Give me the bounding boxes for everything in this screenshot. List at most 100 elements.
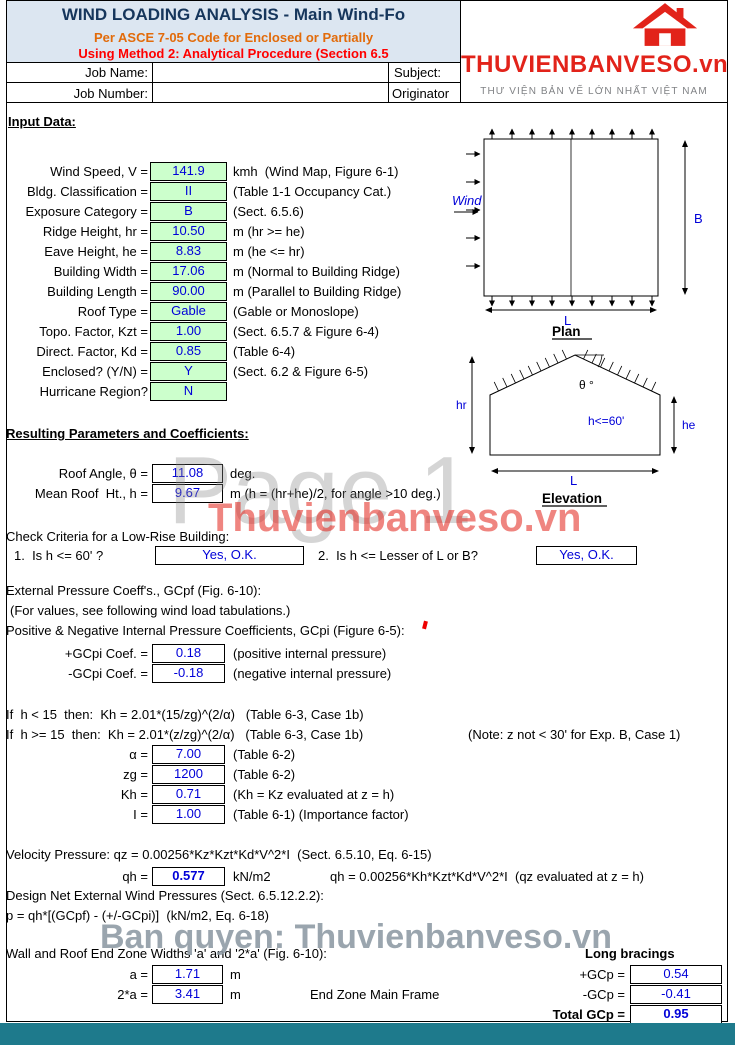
- row-label: Roof Type =: [77, 304, 148, 319]
- qh-note: qh = 0.00256*Kh*Kzt*Kd*V^2*I (qz evaluat…: [330, 869, 644, 884]
- gcp-total-output: 0.95: [630, 1005, 722, 1024]
- page-subtitle-code: Per ASCE 7-05 Code for Enclosed or Parti…: [93, 30, 374, 45]
- job-name-input[interactable]: [153, 63, 387, 81]
- enclosed-input[interactable]: Y: [150, 362, 227, 381]
- row-note: (Sect. 6.5.6): [233, 204, 304, 219]
- design-line1: Design Net External Wind Pressures (Sect…: [6, 888, 324, 903]
- hurricane-region-input[interactable]: N: [150, 382, 227, 401]
- row-label: 2*a =: [117, 987, 148, 1002]
- row-label: -GCp =: [582, 987, 625, 1002]
- input-data-heading: Input Data:: [8, 114, 76, 129]
- elevation-l-dimension-label: L: [570, 473, 577, 488]
- roof-angle-output: 11.08: [152, 464, 223, 483]
- qh-output: 0.577: [152, 867, 225, 886]
- row-label: +GCp =: [579, 967, 625, 982]
- divider: [6, 82, 462, 83]
- kh-output: 0.71: [152, 785, 225, 804]
- row-note: (Sect. 6.5.7 & Figure 6-4): [233, 324, 379, 339]
- row-label: α =: [129, 747, 148, 762]
- page-title: WIND LOADING ANALYSIS - Main Wind-Fo: [61, 5, 406, 24]
- row-note: (Kh = Kz evaluated at z = h): [233, 787, 395, 802]
- row-note: (negative internal pressure): [233, 666, 392, 681]
- content-border: [6, 103, 728, 1022]
- ridge-height-input[interactable]: 10.50: [150, 222, 227, 241]
- qh-label: qh =: [122, 869, 148, 884]
- subject-label: Subject:: [394, 65, 441, 80]
- logo: THUVIENBANVESO.vn THƯ VIỆN BẢN VẼ LỚN NH…: [461, 1, 729, 102]
- row-note: (positive internal pressure): [233, 646, 387, 661]
- row-label: a =: [129, 967, 148, 982]
- topo-factor-input[interactable]: 1.00: [150, 322, 227, 341]
- row-label: Roof Angle, θ =: [58, 466, 148, 481]
- plan-b-dimension-label: B: [694, 211, 703, 226]
- endzone-heading: Wall and Roof End Zone Widths 'a' and '2…: [6, 946, 327, 961]
- row-note: (Table 6-2): [233, 747, 296, 762]
- logo-tagline: THƯ VIỆN BẢN VẼ LỚN NHẤT VIỆT NAM: [480, 86, 708, 97]
- row-note: m: [230, 967, 241, 982]
- plan-l-dimension-label: L: [564, 313, 571, 328]
- check1-label: 1. Is h <= 60' ?: [14, 548, 104, 563]
- kh-formula-line2: If h >= 15 then: Kh = 2.01*(z/zg)^(2/α) …: [6, 727, 364, 742]
- row-note: m (Parallel to Building Ridge): [233, 284, 402, 299]
- design-line2: p = qh*[(GCpf) - (+/-GCpi)] (kN/m2, Eq. …: [6, 908, 269, 923]
- velocity-formula-line: Velocity Pressure: qz = 0.00256*Kz*Kzt*K…: [6, 847, 432, 862]
- gcpi-negative-output: -0.18: [152, 664, 225, 683]
- row-label: Bldg. Classification =: [26, 184, 148, 199]
- row-label: Exposure Category =: [25, 204, 148, 219]
- check-criteria-heading: Check Criteria for a Low-Rise Building:: [6, 529, 230, 544]
- row-label: Mean Roof Ht., h =: [34, 486, 148, 501]
- wind-speed-input[interactable]: 141.9: [150, 162, 227, 181]
- page-subtitle-method: Using Method 2: Analytical Procedure (Se…: [78, 46, 389, 61]
- eave-height-input[interactable]: 8.83: [150, 242, 227, 261]
- elevation-diagram: hr he h<=60' θ ° L Elevation: [456, 349, 696, 507]
- bldg-classification-input[interactable]: II: [150, 182, 227, 201]
- divider: [152, 62, 153, 103]
- exposure-category-input[interactable]: B: [150, 202, 227, 221]
- job-number-label: Job Number:: [73, 86, 148, 101]
- row-label: Building Length =: [47, 284, 148, 299]
- row-note: m (he <= hr): [233, 244, 305, 259]
- direct-factor-input[interactable]: 0.85: [150, 342, 227, 361]
- row-note: (Table 6-2): [233, 767, 296, 782]
- elevation-height-note: h<=60': [588, 414, 624, 428]
- row-note: (Table 6-1) (Importance factor): [233, 807, 409, 822]
- elevation-caption: Elevation: [542, 491, 602, 506]
- divider: [6, 62, 728, 63]
- divider: [388, 62, 389, 103]
- elevation-he-label: he: [682, 418, 696, 432]
- wind-label: Wind: [452, 193, 482, 208]
- originator-label: Originator: [392, 86, 450, 101]
- endzone-frame-note: End Zone Main Frame: [310, 987, 440, 1002]
- kh-formula-note: (Note: z not < 30' for Exp. B, Case 1): [468, 727, 681, 742]
- row-label: -GCpi Coef. =: [68, 666, 148, 681]
- check2-result: Yes, O.K.: [536, 546, 637, 565]
- row-note: kmh (Wind Map, Figure 6-1): [233, 164, 399, 179]
- gcp-negative-output: -0.41: [630, 985, 722, 1004]
- row-label: Direct. Factor, Kd =: [36, 344, 148, 359]
- job-number-input[interactable]: [153, 83, 387, 102]
- check2-label: 2. Is h <= Lesser of L or B?: [318, 548, 478, 563]
- gcpf-line: External Pressure Coeff's., GCpf (Fig. 6…: [6, 583, 262, 598]
- row-note: m: [230, 987, 241, 1002]
- logo-brand: THUVIENBANVESO.vn: [461, 51, 729, 78]
- roof-type-input[interactable]: Gable: [150, 302, 227, 321]
- bracing-heading: Long bracings: [585, 946, 675, 961]
- kh-formula-line1: If h < 15 then: Kh = 2.01*(15/zg)^(2/α) …: [6, 707, 364, 722]
- plan-caption: Plan: [552, 324, 581, 339]
- row-note: m (hr >= he): [233, 224, 305, 239]
- row-label: Hurricane Region?: [39, 384, 148, 399]
- row-label: +GCpi Coef. =: [64, 646, 148, 661]
- row-label: Eave Height, he =: [44, 244, 148, 259]
- gcpi-line: Positive & Negative Internal Pressure Co…: [6, 623, 405, 638]
- row-note: deg.: [230, 466, 256, 481]
- building-width-input[interactable]: 17.06: [150, 262, 227, 281]
- row-label: Ridge Height, hr =: [42, 224, 148, 239]
- elevation-hr-label: hr: [456, 398, 467, 412]
- results-heading: Resulting Parameters and Coefficients:: [6, 426, 249, 441]
- divider: [460, 0, 461, 103]
- row-label: Kh =: [120, 787, 148, 802]
- row-label: Enclosed? (Y/N) =: [42, 364, 148, 379]
- building-length-input[interactable]: 90.00: [150, 282, 227, 301]
- gcpf-note-line: (For values, see following wind load tab…: [10, 603, 291, 618]
